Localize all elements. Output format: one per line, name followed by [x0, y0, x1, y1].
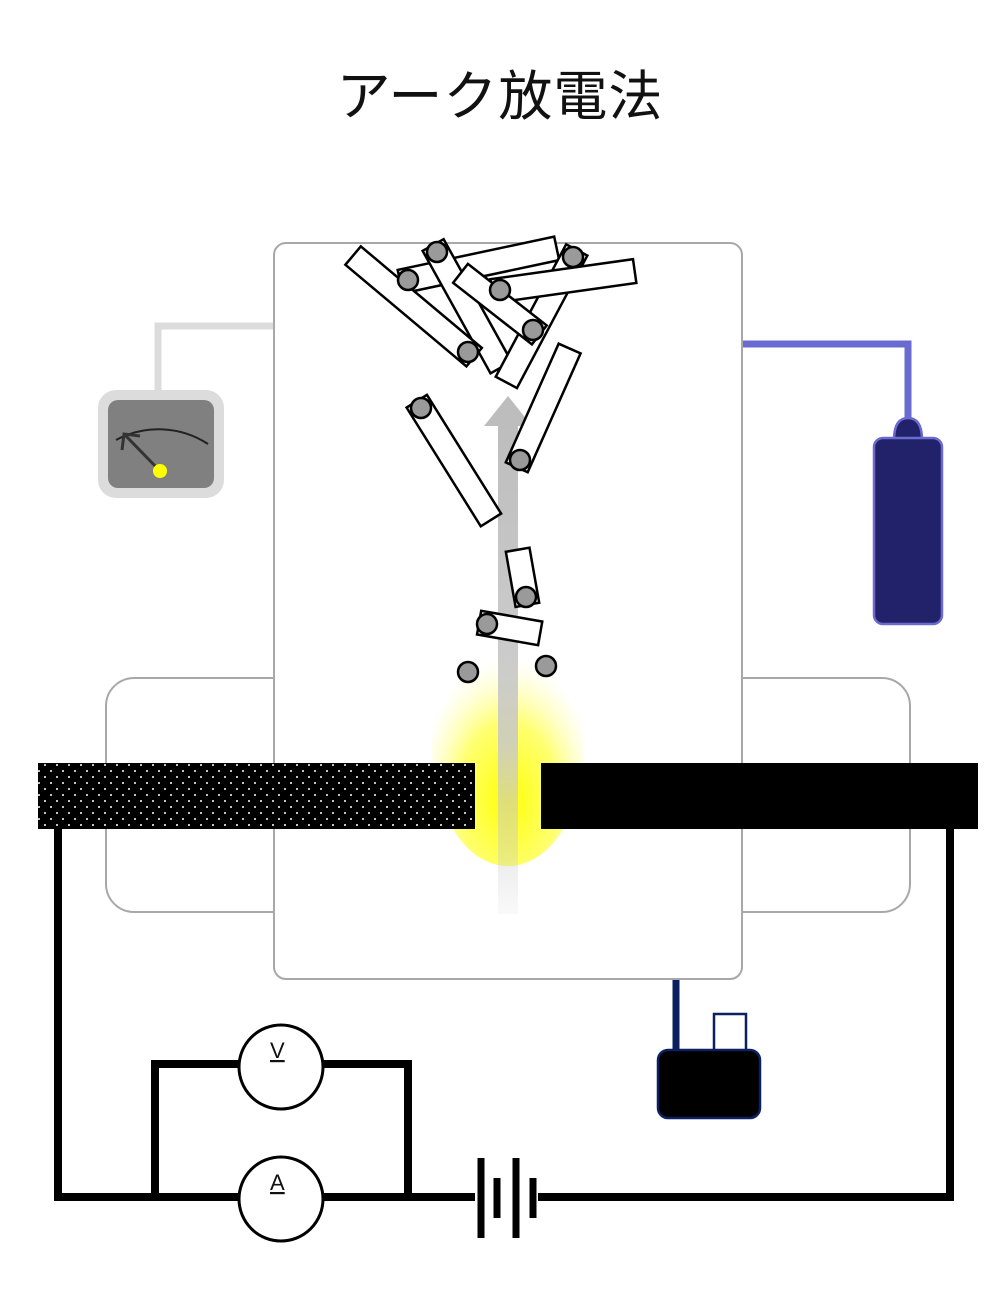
voltmeter: V	[237, 1023, 325, 1111]
battery	[477, 1158, 537, 1238]
flow-arrow	[484, 396, 532, 914]
gas-pipe	[742, 340, 912, 418]
pressure-gauge	[98, 390, 224, 498]
nanotube-ends	[396, 240, 585, 684]
vacuum-pump	[656, 1012, 762, 1120]
ammeter: A	[237, 1155, 325, 1243]
voltmeter-symbol: V	[270, 1038, 285, 1063]
anode-rod	[38, 763, 475, 829]
gas-cylinder	[872, 416, 944, 626]
gauge-needle-pivot	[153, 464, 167, 478]
ammeter-symbol: A	[270, 1170, 285, 1195]
page-title: アーク放電法	[336, 65, 664, 128]
cathode-rod	[541, 763, 978, 829]
gauge-pipe	[154, 322, 274, 392]
